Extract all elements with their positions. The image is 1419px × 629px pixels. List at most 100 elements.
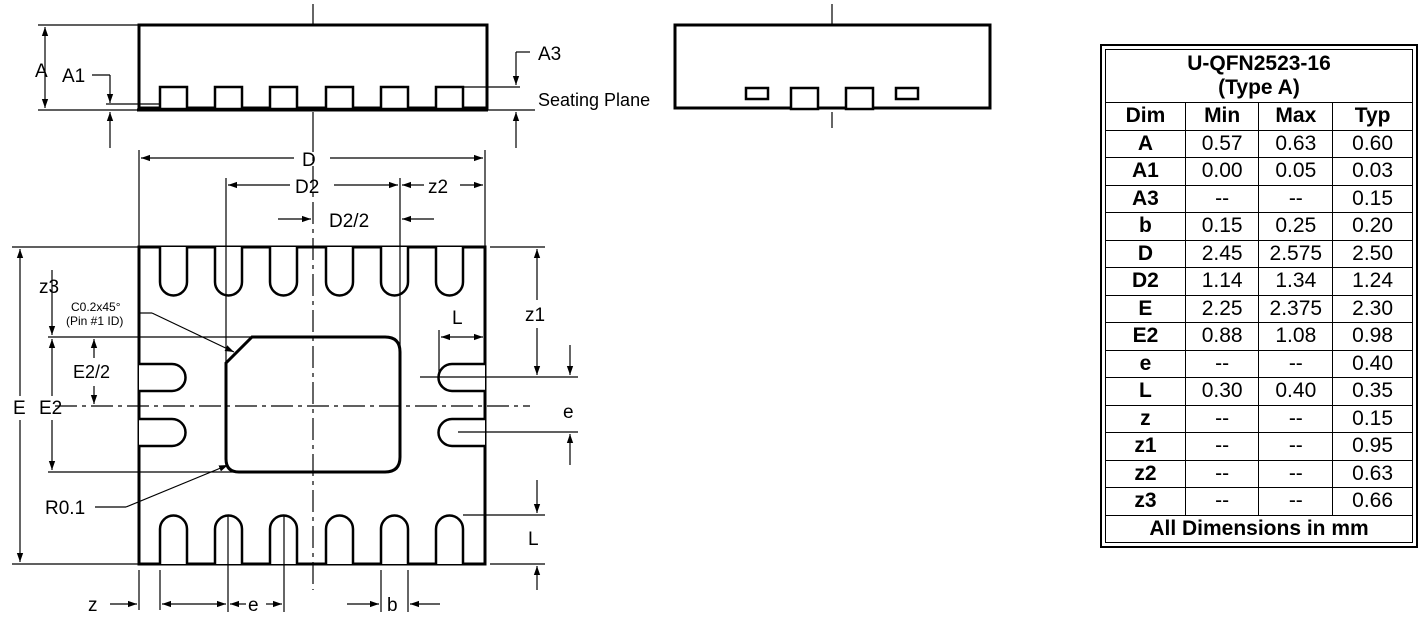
max-cell: 0.40: [1258, 377, 1334, 406]
side-body: [137, 23, 489, 110]
typ-cell: 0.15: [1332, 404, 1413, 433]
dim-cell: A3: [1105, 184, 1186, 213]
max-cell: --: [1258, 404, 1334, 433]
label-e2: E2: [39, 398, 62, 419]
min-cell: --: [1184, 459, 1260, 488]
typ-cell: 0.40: [1332, 349, 1413, 378]
end-lead-side: [744, 86, 770, 101]
dim-cell: E2: [1105, 322, 1186, 351]
bottom-pads: [158, 514, 465, 564]
end-lead: [844, 86, 875, 111]
label-d: D: [302, 150, 316, 171]
min-cell: 1.14: [1184, 267, 1260, 296]
max-cell: 0.05: [1258, 157, 1334, 186]
header-max: Max: [1258, 102, 1334, 131]
table-row: z----0.15: [1105, 404, 1413, 433]
label-z3: z3: [39, 277, 59, 298]
min-cell: --: [1184, 432, 1260, 461]
dim-cell: z: [1105, 404, 1186, 433]
max-cell: 1.08: [1258, 322, 1334, 351]
dim-cell: z3: [1105, 487, 1186, 516]
min-cell: 0.30: [1184, 377, 1260, 406]
typ-cell: 0.66: [1332, 487, 1413, 516]
table-row: z2----0.63: [1105, 459, 1413, 488]
dim-cell: L: [1105, 377, 1186, 406]
label-b: b: [387, 595, 398, 616]
side-view-end: [673, 4, 992, 128]
typ-cell: 0.60: [1332, 129, 1413, 158]
dim-cell: D: [1105, 239, 1186, 268]
max-cell: 1.34: [1258, 267, 1334, 296]
dim-cell: z2: [1105, 459, 1186, 488]
label-z2: z2: [428, 177, 448, 198]
min-cell: 2.45: [1184, 239, 1260, 268]
side-view-front: A A1 A3 Seating Plane: [35, 4, 650, 148]
side-leads: [158, 85, 465, 111]
dim-cell: D2: [1105, 267, 1186, 296]
typ-cell: 0.20: [1332, 212, 1413, 241]
header-dim: Dim: [1105, 102, 1186, 131]
label-seating-plane: Seating Plane: [538, 90, 650, 110]
max-cell: 0.63: [1258, 129, 1334, 158]
min-cell: 0.00: [1184, 157, 1260, 186]
typ-cell: 0.63: [1332, 459, 1413, 488]
label-d2: D2: [295, 177, 319, 198]
end-body: [673, 23, 992, 110]
package-type: (Type A): [1218, 76, 1300, 99]
min-cell: --: [1184, 184, 1260, 213]
typ-cell: 2.50: [1332, 239, 1413, 268]
min-cell: --: [1184, 404, 1260, 433]
typ-cell: 1.24: [1332, 267, 1413, 296]
typ-cell: 0.98: [1332, 322, 1413, 351]
dim-cell: A: [1105, 129, 1186, 158]
min-cell: 0.15: [1184, 212, 1260, 241]
label-z1: z1: [525, 305, 545, 326]
max-cell: --: [1258, 487, 1334, 516]
table-row: z1----0.95: [1105, 432, 1413, 461]
dim-cell: b: [1105, 212, 1186, 241]
label-chamfer: C0.2x45°: [71, 300, 121, 314]
end-lead-side: [894, 86, 920, 101]
max-cell: 2.575: [1258, 239, 1334, 268]
table-footer: All Dimensions in mm: [1105, 514, 1413, 543]
end-lead: [789, 86, 820, 111]
label-a1: A1: [62, 66, 85, 87]
label-pin1-id: (Pin #1 ID): [66, 314, 123, 328]
max-cell: 0.25: [1258, 212, 1334, 241]
top-pads: [158, 247, 465, 297]
left-pads: [139, 362, 187, 448]
package-outline-drawing: A A1 A3 Seating Plane: [12, 4, 992, 616]
label-r01: R0.1: [45, 498, 85, 519]
dim-cell: z1: [1105, 432, 1186, 461]
min-cell: --: [1184, 349, 1260, 378]
typ-cell: 0.15: [1332, 184, 1413, 213]
max-cell: --: [1258, 349, 1334, 378]
label-e2-half: E2/2: [73, 362, 110, 382]
label-e-pitch-right: e: [563, 402, 574, 423]
label-a3: A3: [538, 44, 561, 65]
header-min: Min: [1184, 102, 1260, 131]
bottom-view: D D2 z2 D2/2 E E2 z3 E2/2 C0.2x45° (Pin …: [12, 130, 578, 616]
max-cell: 2.375: [1258, 294, 1334, 323]
label-e-pitch-bottom: e: [248, 595, 259, 616]
header-typ: Typ: [1332, 102, 1413, 131]
typ-cell: 2.30: [1332, 294, 1413, 323]
max-cell: --: [1258, 459, 1334, 488]
min-cell: --: [1184, 487, 1260, 516]
label-l-top: L: [452, 308, 463, 329]
table-title: U-QFN2523-16 (Type A): [1105, 49, 1413, 103]
min-cell: 0.88: [1184, 322, 1260, 351]
table-row: z3----0.66: [1105, 487, 1413, 516]
max-cell: --: [1258, 184, 1334, 213]
label-z: z: [88, 595, 98, 616]
